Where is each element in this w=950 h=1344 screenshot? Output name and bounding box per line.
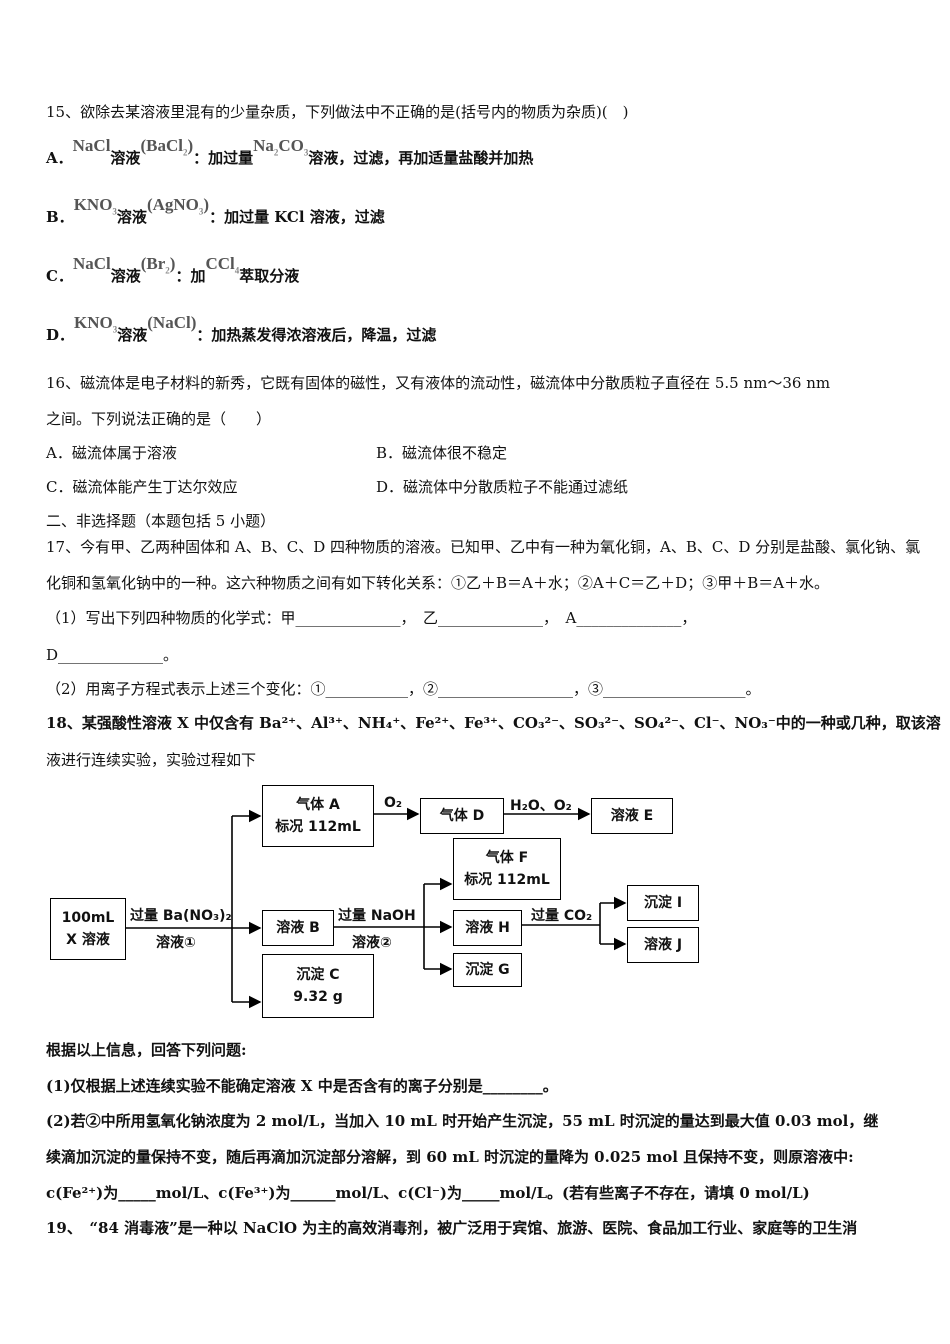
reagent1-label: 过量 Ba(NO₃)₂ bbox=[130, 908, 232, 924]
gas-a-box: 气体 A 标况 112mL bbox=[262, 785, 374, 847]
option-text: ：加 bbox=[175, 267, 206, 285]
q18-part2-line1: (2)若②中所用氢氧化钠浓度为 2 mol/L，当加入 10 mL 时开始产生沉… bbox=[46, 1112, 879, 1130]
x-solution-box: 100mL X 溶液 bbox=[50, 898, 126, 960]
formula: (BaCl2) bbox=[140, 136, 194, 158]
gas-f-box: 气体 F 标况 112mL bbox=[453, 838, 561, 900]
box-line: 气体 F bbox=[485, 850, 529, 866]
precipitate-i-box: 沉淀 I bbox=[627, 885, 699, 921]
box-line: 9.32 g bbox=[293, 989, 343, 1005]
q16-option-a: A．磁流体属于溶液 bbox=[46, 444, 177, 462]
q17-part2: （2）用离子方程式表示上述三个变化：①___________，②________… bbox=[46, 680, 761, 698]
h2o-o2-label: H₂O、O₂ bbox=[510, 798, 572, 814]
q18-part2-line2: 续滴加沉淀的量保持不变，随后再滴加沉淀部分溶解，到 60 mL 时沉淀的量降为 … bbox=[46, 1148, 854, 1166]
option-text: ：加过量 bbox=[193, 149, 254, 167]
box-line: 溶液 J bbox=[643, 937, 683, 953]
q16-option-d: D．磁流体中分散质粒子不能通过滤纸 bbox=[376, 478, 629, 496]
q17-line1: 17、今有甲、乙两种固体和 A、B、C、D 四种物质的溶液。已知甲、乙中有一种为… bbox=[46, 538, 921, 556]
box-line: X 溶液 bbox=[66, 932, 110, 948]
q15-option-b: B．KNO3溶液(AgNO3)：加过量 KCl 溶液，过滤 bbox=[46, 195, 385, 233]
option-text: 溶液 bbox=[116, 208, 147, 226]
q18-line1: 18、某强酸性溶液 X 中仅含有 Ba²⁺、Al³⁺、NH₄⁺、Fe²⁺、Fe³… bbox=[46, 714, 941, 732]
reagent1-sub-label: 溶液① bbox=[156, 935, 196, 951]
formula: KNO3 bbox=[74, 313, 118, 335]
box-line: 溶液 H bbox=[465, 920, 510, 936]
precipitate-g-box: 沉淀 G bbox=[453, 953, 522, 987]
box-line: 沉淀 I bbox=[643, 895, 683, 911]
formula: (Br2) bbox=[140, 254, 176, 276]
q18-part1: (1)仅根据上述连续实验不能确定溶液 X 中是否含有的离子分别是________… bbox=[46, 1077, 558, 1095]
option-text: 溶液 bbox=[110, 267, 141, 285]
q16-option-c: C．磁流体能产生丁达尔效应 bbox=[46, 478, 238, 496]
q16-line2: 之间。下列说法正确的是（ ） bbox=[46, 410, 272, 428]
reagent2-sub-label: 溶液② bbox=[352, 935, 392, 951]
option-letter: B． bbox=[46, 208, 74, 226]
option-letter: C． bbox=[46, 267, 73, 285]
option-text: 溶液 bbox=[117, 326, 148, 344]
box-line: 标况 112mL bbox=[464, 872, 550, 888]
formula: (AgNO3) bbox=[146, 195, 210, 217]
solution-h-box: 溶液 H bbox=[453, 910, 522, 946]
gas-d-box: 气体 D bbox=[420, 798, 504, 834]
box-line: 溶液 E bbox=[610, 808, 654, 824]
q17-part1-continued: D______________。 bbox=[46, 646, 179, 664]
precipitate-c-box: 沉淀 C 9.32 g bbox=[262, 954, 374, 1018]
box-line: 标况 112mL bbox=[275, 819, 361, 835]
o2-label: O₂ bbox=[384, 795, 403, 811]
option-text: 溶液 bbox=[110, 149, 141, 167]
q16-line1: 16、磁流体是电子材料的新秀，它既有固体的磁性，又有液体的流动性，磁流体中分散质… bbox=[46, 374, 831, 392]
box-line: 气体 D bbox=[439, 808, 485, 824]
option-text: ：加热蒸发得浓溶液后，降温，过滤 bbox=[196, 326, 437, 344]
option-text: ：加过量 KCl 溶液，过滤 bbox=[209, 208, 385, 226]
formula: CCl4 bbox=[205, 254, 240, 276]
box-line: 沉淀 C bbox=[296, 967, 340, 983]
q18-intro: 根据以上信息，回答下列问题: bbox=[46, 1041, 247, 1059]
option-letter: A． bbox=[46, 149, 73, 167]
q17-part1: （1）写出下列四种物质的化学式：甲______________， 乙______… bbox=[46, 609, 697, 627]
co2-label: 过量 CO₂ bbox=[531, 908, 593, 924]
box-line: 100mL bbox=[61, 910, 115, 926]
q19-line1: 19、 “84 消毒液”是一种以 NaClO 为主的高效消毒剂，被广泛用于宾馆、… bbox=[46, 1219, 858, 1237]
section-heading: 二、非选择题（本题包括 5 小题） bbox=[46, 512, 276, 530]
solution-e-box: 溶液 E bbox=[591, 798, 673, 834]
q16-option-b: B．磁流体很不稳定 bbox=[376, 444, 508, 462]
formula: NaCl bbox=[72, 136, 111, 155]
q15-stem: 15、欲除去某溶液里混有的少量杂质，下列做法中不正确的是(括号内的物质为杂质)(… bbox=[46, 103, 629, 121]
q15-option-d: D．KNO3溶液(NaCl)：加热蒸发得浓溶液后，降温，过滤 bbox=[46, 313, 437, 351]
q15-option-c: C．NaCl溶液(Br2)：加CCl4萃取分液 bbox=[46, 254, 300, 292]
option-text: 萃取分液 bbox=[239, 267, 300, 285]
box-line: 沉淀 G bbox=[465, 962, 510, 978]
option-letter: D． bbox=[46, 326, 75, 344]
option-text: 溶液，过滤，再加适量盐酸并加热 bbox=[308, 149, 534, 167]
box-line: 气体 A bbox=[296, 797, 340, 813]
reagent2-label: 过量 NaOH bbox=[338, 908, 416, 924]
solution-b-box: 溶液 B bbox=[262, 910, 334, 946]
formula: (NaCl) bbox=[147, 313, 197, 332]
formula: Na2CO3 bbox=[253, 136, 309, 158]
q15-option-a: A．NaCl溶液(BaCl2)：加过量Na2CO3溶液，过滤，再加适量盐酸并加热 bbox=[46, 136, 534, 174]
q17-line2: 化铜和氢氧化钠中的一种。这六种物质之间有如下转化关系：①乙＋B＝A＋水；②A＋C… bbox=[46, 574, 830, 592]
formula: NaCl bbox=[72, 254, 111, 273]
q18-part2-line3: c(Fe²⁺)为_____mol/L、c(Fe³⁺)为______mol/L、c… bbox=[46, 1184, 810, 1202]
q18-line2: 液进行连续实验，实验过程如下 bbox=[46, 751, 257, 769]
formula: KNO3 bbox=[73, 195, 117, 217]
box-line: 溶液 B bbox=[276, 920, 320, 936]
solution-j-box: 溶液 J bbox=[627, 927, 699, 963]
